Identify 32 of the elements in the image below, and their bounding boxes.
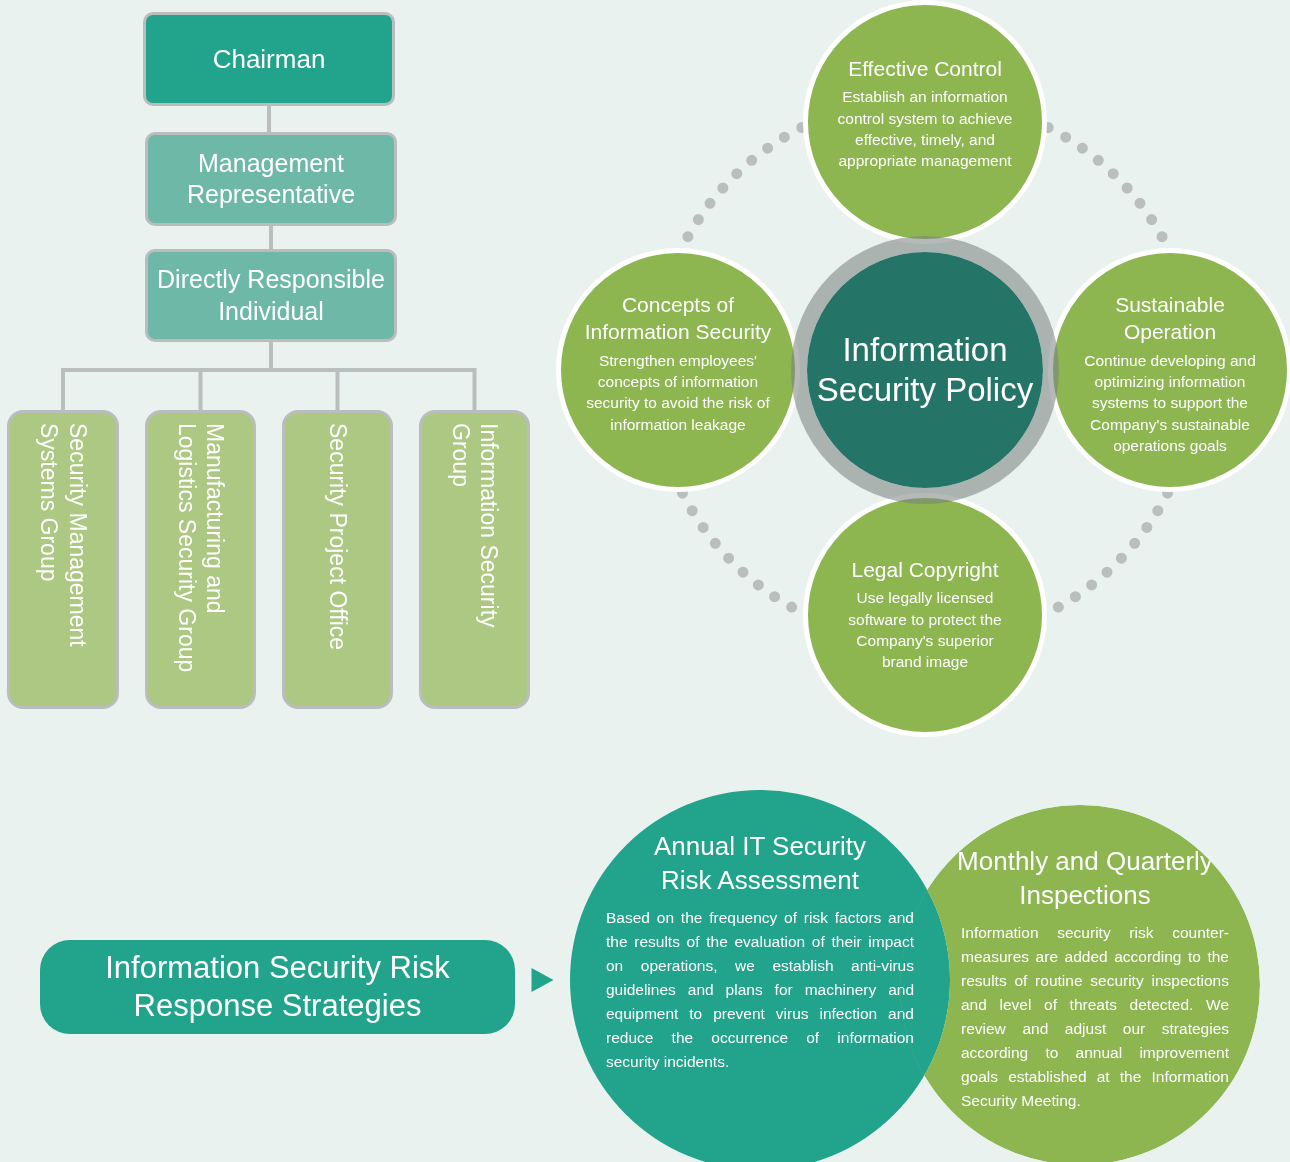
vertical-label: Security Management Systems Group xyxy=(35,423,92,649)
org-box xyxy=(145,249,397,342)
pill-label: Information Security Risk Response Strategies xyxy=(104,949,451,1025)
box-label: Directly Responsible Individual xyxy=(156,264,386,327)
circle-description: Establish an information control system to achieve effective, timely, and appropriate management xyxy=(836,87,1014,172)
circle-title: Concepts of Information Security xyxy=(583,292,773,346)
box-label: Chairman xyxy=(211,42,327,76)
circle-description: Strengthen employees' concepts of information security to avoid the risk of information leakage xyxy=(585,350,771,435)
group-box xyxy=(145,410,256,709)
vertical-label: Security Project Office xyxy=(323,423,352,653)
circle-title: Annual IT Security Risk Assessment xyxy=(653,830,867,897)
org-box xyxy=(143,12,395,106)
circle-title: Sustainable Operation xyxy=(1114,292,1226,346)
circle-description: Information security risk counter-measures are added according to the results of routine security inspections and level of threats detected. We review and adjust our strategies according to annual improvement goals established at the Information Security Meeting. xyxy=(961,922,1229,1111)
connector-line xyxy=(267,106,271,132)
group-box xyxy=(7,410,119,709)
strategy-pill xyxy=(40,940,515,1034)
vertical-label: Manufacturing and Logistics Security Group xyxy=(172,423,230,675)
circle-description: Based on the frequency of risk factors and the results of the evaluation of their impact on operations, we establish anti-virus guidelines and plans for machinery and equipment to prevent virus infection and reduce the occurrence of information security incidents. xyxy=(606,907,914,1072)
box-label: Management Representative xyxy=(185,147,357,210)
group-box xyxy=(282,410,393,709)
circle-title: Effective Control xyxy=(847,56,1003,82)
connector-line xyxy=(269,226,273,249)
group-box xyxy=(419,410,530,709)
circle-title: Information Security Policy xyxy=(815,330,1035,410)
circle-title: Legal Copyright xyxy=(850,557,1000,583)
circle-description: Continue developing and optimizing information systems to support the Company's sustainable operations goals xyxy=(1083,350,1257,457)
org-box xyxy=(145,132,397,226)
vertical-label: Information Security Group xyxy=(446,423,504,630)
circle-title: Monthly and Quarterly Inspections xyxy=(956,845,1214,912)
arrow-triangle xyxy=(531,968,554,992)
circle-description: Use legally licensed software to protect the Company's superior brand image xyxy=(847,588,1003,673)
